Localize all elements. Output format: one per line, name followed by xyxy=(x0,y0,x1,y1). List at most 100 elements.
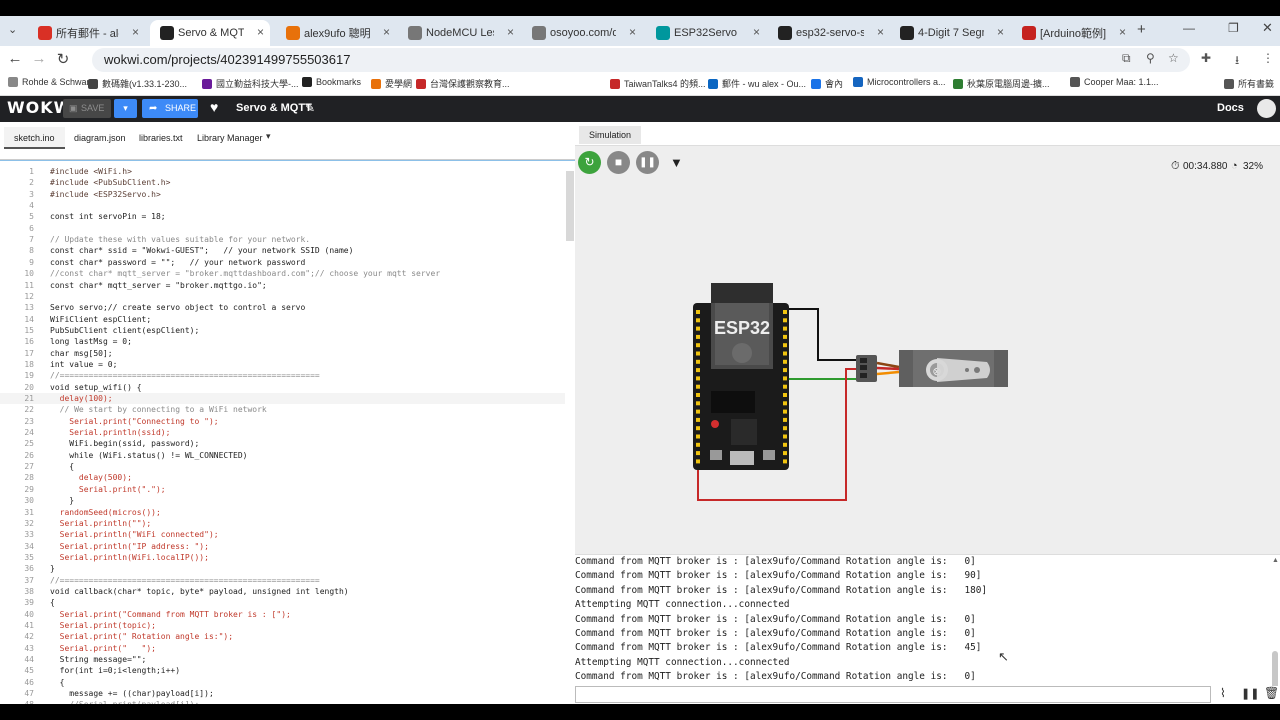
esp32-pin[interactable] xyxy=(696,318,700,323)
tab-diagram-json[interactable]: diagram.json xyxy=(74,133,126,143)
code-line[interactable]: 4 xyxy=(0,200,565,211)
code-line[interactable]: 37//====================================… xyxy=(0,575,565,586)
code-line[interactable]: 19//====================================… xyxy=(0,370,565,381)
code-line[interactable]: 28 delay(500); xyxy=(0,472,565,483)
code-line[interactable]: 43 Serial.print(" "); xyxy=(0,643,565,654)
tab-search-icon[interactable]: ⌄ xyxy=(8,24,18,36)
esp32-pin[interactable] xyxy=(783,343,787,348)
vcc-wire[interactable] xyxy=(697,368,858,501)
tab-sketch-ino[interactable]: sketch.ino xyxy=(4,127,65,149)
tab-close-icon[interactable]: × xyxy=(752,25,760,39)
browser-tab[interactable]: Servo & MQTT - Wo× xyxy=(150,20,270,46)
browser-tab[interactable]: 所有郵件 - alex9ufo@× xyxy=(28,20,145,46)
scroll-up-icon[interactable]: ▲ xyxy=(1272,557,1279,564)
share-button[interactable]: ➦ SHARE xyxy=(142,99,198,118)
browser-tab[interactable]: [Arduino範例] SG90× xyxy=(1012,20,1132,46)
minimize-icon[interactable]: — xyxy=(1183,21,1195,35)
bookmark-item[interactable]: 數碼雜(v1.33.1-230... xyxy=(88,77,187,90)
bookmark-item[interactable]: 愛學網 xyxy=(371,77,412,90)
esp32-pin[interactable] xyxy=(783,384,787,389)
esp32-pin[interactable] xyxy=(696,393,700,397)
tab-library-manager[interactable]: Library Manager xyxy=(197,133,263,143)
bookmark-item[interactable]: Rohde & Schwarz xyxy=(8,77,94,87)
code-line[interactable]: 35 Serial.println(WiFi.localIP()); xyxy=(0,552,565,563)
esp32-pin[interactable] xyxy=(696,368,700,373)
translate-icon[interactable]: ⧉ xyxy=(1122,51,1131,65)
bookmark-item[interactable]: 秋葉原電腦周邊-擴... xyxy=(953,77,1050,90)
bookmark-item[interactable]: TaiwanTalks4 的頻... xyxy=(610,77,706,90)
code-line[interactable]: 44 String message=""; xyxy=(0,654,565,665)
code-line[interactable]: 23 Serial.print("Connecting to "); xyxy=(0,416,565,427)
boot-button[interactable] xyxy=(710,450,722,460)
restore-icon[interactable]: ❐ xyxy=(1228,21,1239,35)
esp32-pin[interactable] xyxy=(783,368,787,373)
url-input[interactable]: wokwi.com/projects/402391499755503617 xyxy=(92,48,1190,72)
code-line[interactable]: 6 xyxy=(0,223,565,234)
bookmark-item[interactable]: Microcontrollers a... xyxy=(853,77,946,87)
esp32-pin[interactable] xyxy=(696,334,700,339)
browser-tab[interactable]: alex9ufo 聰明人求知× xyxy=(276,20,396,46)
tab-close-icon[interactable]: × xyxy=(131,25,139,39)
bookmark-item[interactable]: 國立勤益科技大學-... xyxy=(202,77,299,90)
serial-input[interactable] xyxy=(575,686,1211,703)
code-line[interactable]: 45 for(int i=0;i<length;i++) xyxy=(0,665,565,676)
esp32-pin[interactable] xyxy=(696,426,700,431)
esp32-pin[interactable] xyxy=(696,326,700,331)
serial-scrollbar[interactable] xyxy=(1272,651,1278,689)
editor-scrollbar[interactable] xyxy=(566,171,574,241)
esp32-pin[interactable] xyxy=(783,451,787,456)
pause-serial-icon[interactable]: ❚❚ xyxy=(1241,688,1260,700)
bookmark-item[interactable]: Bookmarks xyxy=(302,77,361,87)
esp32-pin[interactable] xyxy=(783,442,787,447)
code-line[interactable]: 34 Serial.println("IP address: "); xyxy=(0,541,565,552)
new-tab-icon[interactable]: + xyxy=(1137,21,1146,38)
esp32-pin[interactable] xyxy=(783,376,787,381)
esp32-pin[interactable] xyxy=(696,359,700,364)
code-line[interactable]: 48 //Serial.print(payload[i]); xyxy=(0,699,565,704)
code-line[interactable]: 3#include <ESP32Servo.h> xyxy=(0,189,565,200)
esp32-pin[interactable] xyxy=(783,359,787,364)
esp32-pin[interactable] xyxy=(696,343,700,348)
wokwi-logo[interactable]: WOKWI xyxy=(7,98,80,117)
code-editor[interactable]: 1#include <WiFi.h>2#include <PubSubClien… xyxy=(0,160,575,704)
back-icon[interactable]: ← xyxy=(7,50,23,67)
plotter-icon[interactable]: ⌇ xyxy=(1220,686,1226,700)
bookmark-item[interactable]: Cooper Maa: 1.1... xyxy=(1070,77,1159,87)
code-line[interactable]: 22 // We start by connecting to a WiFi n… xyxy=(0,404,565,415)
save-options-button[interactable]: ▾ xyxy=(114,99,137,118)
code-line[interactable]: 1#include <WiFi.h> xyxy=(0,166,565,177)
code-line[interactable]: 46 { xyxy=(0,677,565,688)
save-button[interactable]: ▣ SAVE xyxy=(63,99,111,118)
esp32-pin[interactable] xyxy=(783,434,787,439)
code-line[interactable]: 25 WiFi.begin(ssid, password); xyxy=(0,438,565,449)
esp32-pin[interactable] xyxy=(783,351,787,356)
esp32-pin[interactable] xyxy=(783,409,787,414)
restart-simulation-button[interactable]: ↻ xyxy=(578,151,601,174)
esp32-pin[interactable] xyxy=(696,401,700,406)
esp32-pin[interactable] xyxy=(696,459,700,464)
project-title[interactable]: Servo & MQTT xyxy=(236,102,312,114)
bookmark-item[interactable]: 台灣保護觀察教育... xyxy=(416,77,510,90)
tab-close-icon[interactable]: × xyxy=(256,25,264,39)
forward-icon[interactable]: → xyxy=(31,50,47,67)
tab-close-icon[interactable]: × xyxy=(996,25,1004,39)
tab-close-icon[interactable]: × xyxy=(506,25,514,39)
tab-libraries-txt[interactable]: libraries.txt xyxy=(139,133,183,143)
tab-close-icon[interactable]: × xyxy=(876,25,884,39)
esp32-pin[interactable] xyxy=(783,459,787,464)
tab-close-icon[interactable]: × xyxy=(382,25,390,39)
code-line[interactable]: 42 Serial.print(" Rotation angle is:"); xyxy=(0,631,565,642)
code-line[interactable]: 47 message += ((char)payload[i]); xyxy=(0,688,565,699)
code-line[interactable]: 24 Serial.println(ssid); xyxy=(0,427,565,438)
esp32-pin[interactable] xyxy=(696,442,700,447)
esp32-pin[interactable] xyxy=(696,409,700,414)
code-line[interactable]: 21 delay(100); xyxy=(0,393,565,405)
